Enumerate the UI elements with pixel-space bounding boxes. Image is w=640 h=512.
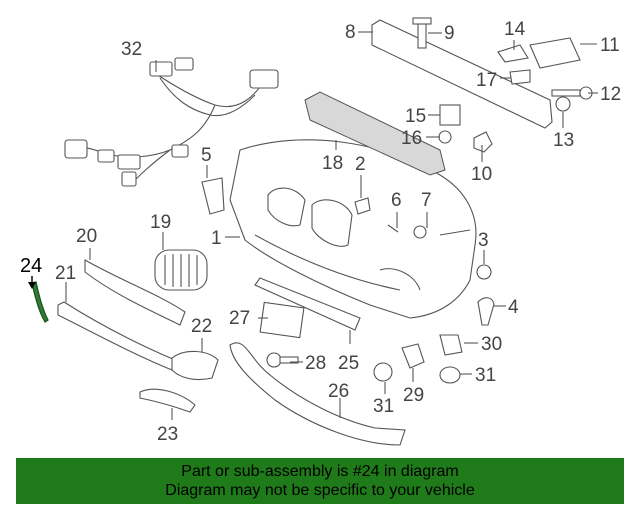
- parts-diagram: 8 9 14 11 17 12 15 16 13 18 10 2 5 6 7 1…: [20, 17, 621, 446]
- part-24-drawing: [31, 281, 49, 323]
- sensors-drawing: [373, 334, 463, 384]
- callout-25: 25: [338, 353, 359, 374]
- callout-29: 29: [403, 385, 424, 406]
- callout-24: 24: [20, 255, 42, 277]
- callout-15: 15: [405, 106, 426, 127]
- callout-31-b: 31: [373, 396, 394, 417]
- callout-6: 6: [391, 190, 402, 211]
- callout-labels: 8 9 14 11 17 12 15 16 13 18 10 2 5 6 7 1…: [20, 19, 621, 445]
- callout-18: 18: [322, 153, 343, 174]
- banner-line-1: Part or sub-assembly is #24 in diagram: [181, 463, 459, 480]
- callout-12: 12: [600, 84, 621, 105]
- callout-26: 26: [328, 381, 349, 402]
- callout-3: 3: [478, 230, 489, 251]
- callout-30: 30: [481, 334, 502, 355]
- callout-5: 5: [201, 145, 212, 166]
- callout-13: 13: [553, 130, 574, 151]
- info-banner: Part or sub-assembly is #24 in diagram D…: [16, 458, 624, 504]
- leader-lines: [28, 31, 598, 420]
- grille-drawing: [154, 249, 208, 291]
- callout-28: 28: [305, 353, 326, 374]
- callout-19: 19: [150, 212, 171, 233]
- fasteners-drawing: [354, 17, 593, 326]
- bolt-28-drawing: [266, 352, 299, 368]
- callout-21: 21: [55, 263, 76, 284]
- callout-31-a: 31: [475, 365, 496, 386]
- plate-bracket-drawing: [259, 301, 305, 339]
- callout-10: 10: [471, 164, 492, 185]
- lower-grille-drawing: [84, 259, 186, 326]
- energy-absorber-drawing: [304, 91, 446, 176]
- callout-27: 27: [229, 308, 250, 329]
- callout-11: 11: [600, 35, 620, 56]
- callout-2: 2: [355, 154, 366, 175]
- callout-7: 7: [421, 190, 432, 211]
- reinforcement-bar-drawing: [371, 19, 553, 129]
- callout-8: 8: [345, 22, 356, 43]
- banner-line-2: Diagram may not be specific to your vehi…: [165, 482, 475, 499]
- callout-16: 16: [401, 128, 422, 149]
- callout-1: 1: [211, 228, 222, 249]
- lower-deflector-drawing: [254, 277, 361, 331]
- callout-32: 32: [121, 39, 142, 60]
- fog-grille-drawing: [171, 350, 219, 381]
- callout-22: 22: [191, 316, 212, 337]
- callout-14: 14: [504, 19, 526, 40]
- callout-23: 23: [157, 424, 178, 445]
- fog-trim-drawing: [139, 388, 196, 413]
- callout-4: 4: [508, 297, 519, 318]
- callout-20: 20: [76, 226, 97, 247]
- bracket-5-drawing: [201, 177, 225, 215]
- callout-9: 9: [444, 23, 455, 44]
- lower-cover-drawing: [229, 342, 406, 446]
- callout-17: 17: [476, 70, 497, 91]
- bumper-cover-drawing: [229, 139, 477, 319]
